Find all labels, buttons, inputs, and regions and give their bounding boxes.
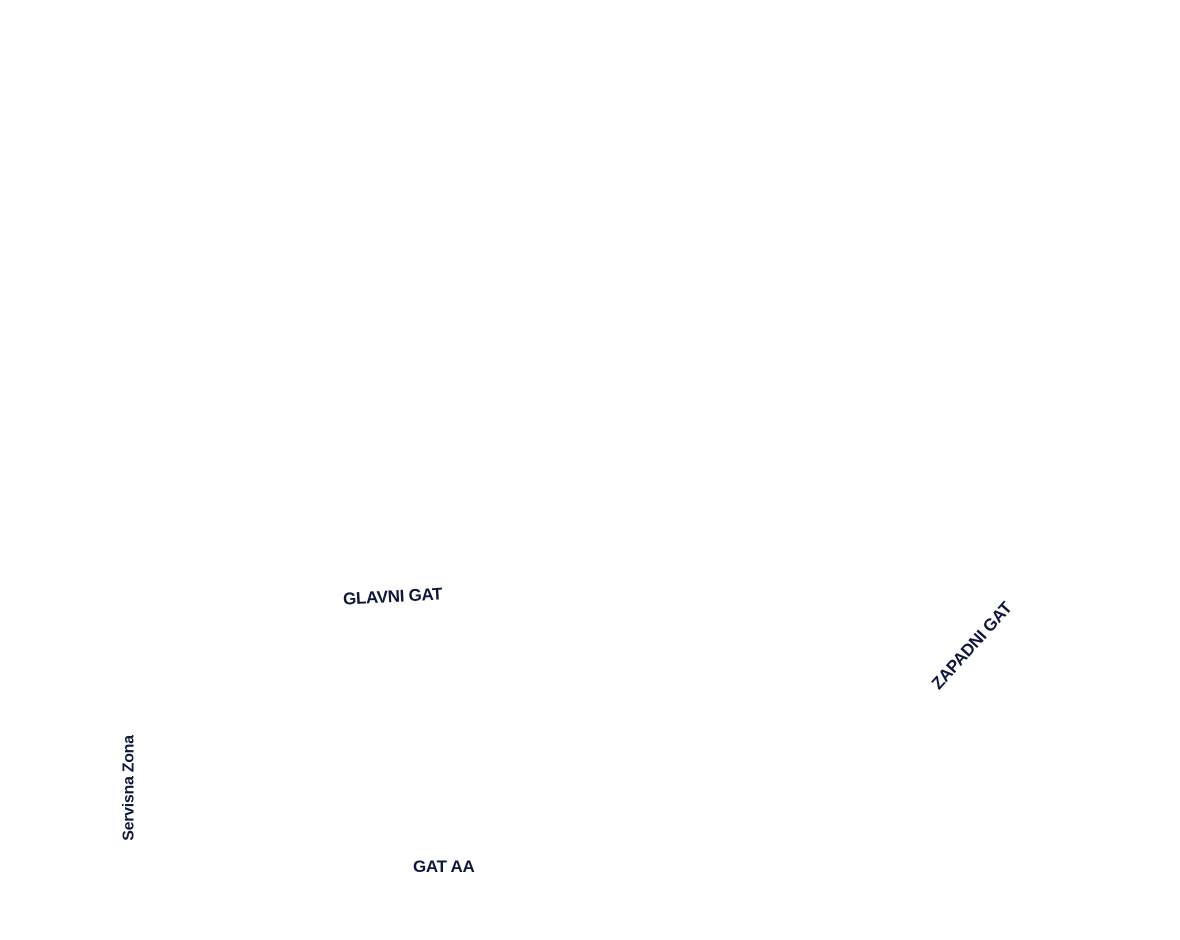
label-glavni-gat: GLAVNI GAT: [342, 584, 443, 609]
label-servisna-zona: Servisna Zona: [120, 735, 138, 841]
label-zapadni-gat: ZAPADNI GAT: [927, 598, 1016, 694]
label-gat-aa: GAT AA: [413, 857, 475, 876]
